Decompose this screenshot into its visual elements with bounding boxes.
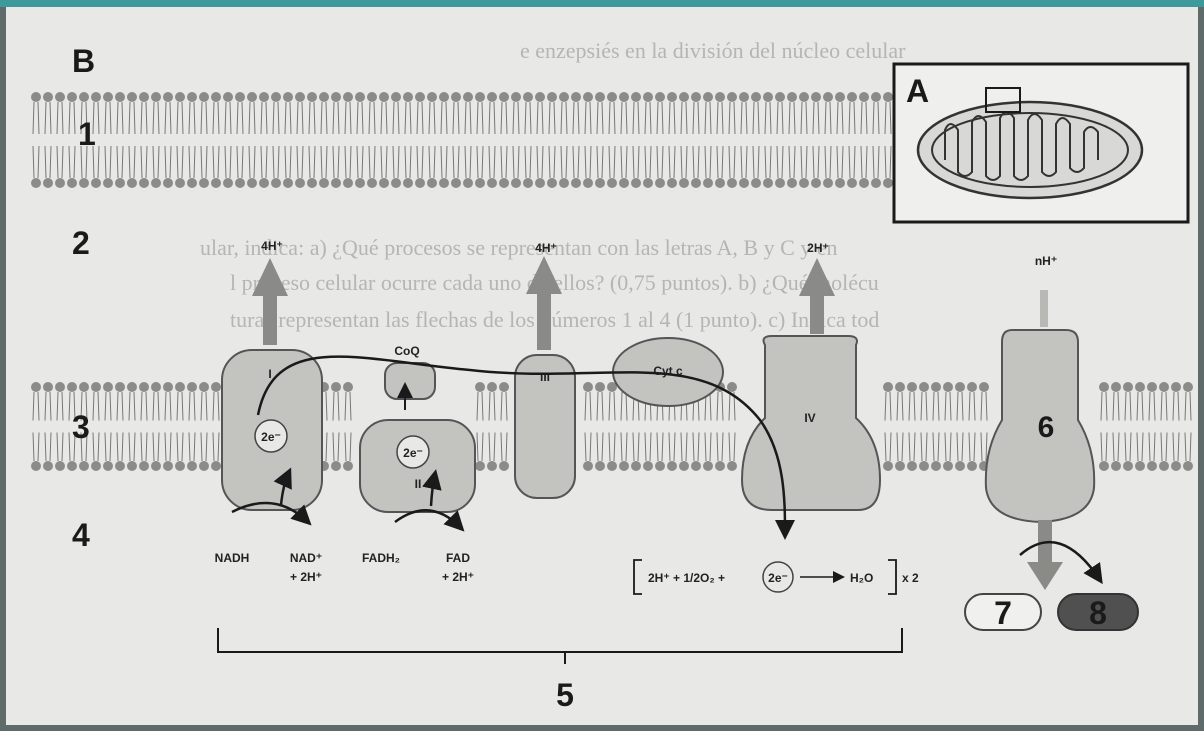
bg-text-line-4: turas representan las flechas de los núm… [230,307,879,332]
number-4: 4 [72,517,90,553]
water-reaction: 2H⁺ + 1/2O₂ + 2e⁻ H₂O x 2 [634,560,919,594]
big-labels: B 1 2 3 4 [72,43,96,553]
coq: CoQ [385,344,435,399]
proton-label-synthase: nH⁺ [1035,254,1057,268]
number-7: 7 [994,595,1012,631]
number-5: 5 [556,677,574,713]
complex-II: II 2e⁻ [360,420,475,512]
number-6: 6 [1038,411,1055,444]
bg-text-line-1: e enzepsiés en la división del núcleo ce… [520,38,906,63]
atp-synthase: 6 [986,330,1094,522]
nad-h-label: + 2H⁺ [290,570,322,584]
electron-label-II: 2e⁻ [403,446,423,460]
bg-text-line-2: ular, indica: a) ¿Qué procesos se repres… [200,235,838,260]
nadh-label: NADH [215,551,250,565]
water-reaction-electrons: 2e⁻ [768,571,788,585]
nad-label: NAD⁺ [290,551,322,565]
product-ovals: 7 8 [965,594,1138,631]
complex-IV-label: IV [804,411,815,425]
number-8: 8 [1089,595,1107,631]
letter-A: A [906,73,929,109]
number-2: 2 [72,225,90,261]
bracket-5: 5 [218,628,902,713]
letter-B: B [72,43,95,79]
fadh2-label: FADH₂ [362,551,400,565]
proton-label-I: 4H⁺ [261,239,283,253]
proton-label-III: 4H⁺ [535,241,557,255]
fad-label: FAD [446,551,470,565]
number-1: 1 [78,116,96,152]
water-reaction-left: 2H⁺ + 1/2O₂ + [648,571,725,585]
coq-label: CoQ [394,344,419,358]
complex-II-label: II [415,477,422,491]
proton-label-IV: 2H⁺ [807,241,829,255]
water-reaction-product: H₂O [850,571,873,585]
fad-h-label: + 2H⁺ [442,570,474,584]
substrate-labels: NADH NAD⁺ + 2H⁺ FADH₂ FAD + 2H⁺ [215,551,474,584]
inset-A: A [894,64,1188,222]
complex-I-label: I [268,367,271,381]
outer-membrane [31,92,893,188]
electron-label-I: 2e⁻ [261,430,281,444]
number-3: 3 [72,409,90,445]
complex-III: III [515,355,575,498]
complex-I: I 2e⁻ [222,350,322,510]
water-reaction-multiplier: x 2 [902,571,919,585]
complex-III-label: III [540,370,550,384]
